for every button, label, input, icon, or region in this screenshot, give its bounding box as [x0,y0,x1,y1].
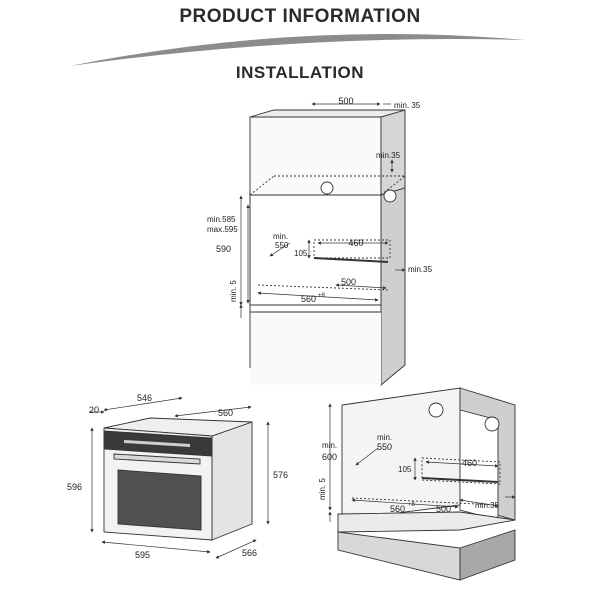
label-inner-width: 460 [348,238,363,248]
base-cable-hole-back [428,402,444,418]
label-depth-value: 550 [275,241,289,250]
label-niche-height: 590 [216,244,231,254]
label-base-height-value: 600 [322,452,337,462]
label-base-depth: 500 [341,277,356,287]
label-panel-width: 546 [137,393,152,403]
label-base-rail-height: 105 [398,465,412,474]
tall-cabinet-dimensions [239,102,406,318]
base-floor-plinth [337,511,516,533]
label-height-max: max.595 [207,225,238,234]
label-base-niche-width-tolerance: +8 [408,502,416,508]
base-plinth-side [459,529,516,581]
base-cabinet-labels: min. 600 min. 550 460 105 min. 5 560 +8 … [318,433,500,514]
support-rail [313,239,391,259]
base-cabinet-diagram [337,387,516,581]
base-cabinet-dimensions [328,403,516,522]
oven-handle [113,453,201,465]
label-total-depth: 566 [242,548,257,558]
label-side-clearance-bottom: min.35 [408,265,433,274]
label-base-depth-value: 550 [377,442,392,452]
label-front-width: 595 [135,550,150,560]
page-title: PRODUCT INFORMATION [179,6,421,27]
cable-hole-side [383,189,397,203]
cable-hole-top [320,181,334,195]
label-front-height: 596 [67,482,82,492]
label-depth-min: min. [273,232,288,241]
oven-dimensions [89,396,270,559]
label-base-niche-width: 560 [390,504,405,514]
oven-diagram [103,417,253,541]
header-arc [70,33,525,66]
base-plinth-front [337,531,461,581]
tall-cabinet-diagram [249,109,406,386]
label-base-bottom-gap: min. 5 [318,478,327,500]
cabinet-side-wall [380,187,406,386]
label-niche-width: 560 [301,294,316,304]
label-top-width: 500 [338,96,353,106]
oven-door-window [117,469,202,531]
base-cable-hole-side [484,416,500,432]
label-body-height: 576 [273,470,288,480]
label-panel-offset: 20 [89,405,99,415]
label-height-min: min.585 [207,215,236,224]
label-base-inner-width: 460 [462,458,477,468]
label-base-depth-min: min. [377,433,392,442]
label-body-depth: 560 [218,408,233,418]
upper-cabinet-top [249,109,406,118]
label-base-depth-bottom: 500 [436,504,451,514]
oven-display-strip [124,440,190,447]
label-base-side-clearance: min.35 [475,501,500,510]
label-rail-height: 105 [294,249,308,258]
oven-labels: 546 20 560 596 576 595 566 [67,393,288,560]
label-side-clearance-top: min.35 [376,151,401,160]
niche-back [249,194,382,306]
section-title: INSTALLATION [235,63,365,82]
oven-side-body [211,421,253,541]
tall-cabinet-labels: 500 min. 35 min.35 min.585 max.595 590 m… [207,96,433,304]
label-bottom-gap: min. 5 [229,280,238,302]
upper-cabinet-front [249,116,382,196]
label-niche-width-tolerance: +8 [318,293,326,299]
label-top-clearance: min. 35 [394,101,421,110]
lower-cabinet-front [250,312,381,385]
label-base-height-min: min. [322,441,337,450]
